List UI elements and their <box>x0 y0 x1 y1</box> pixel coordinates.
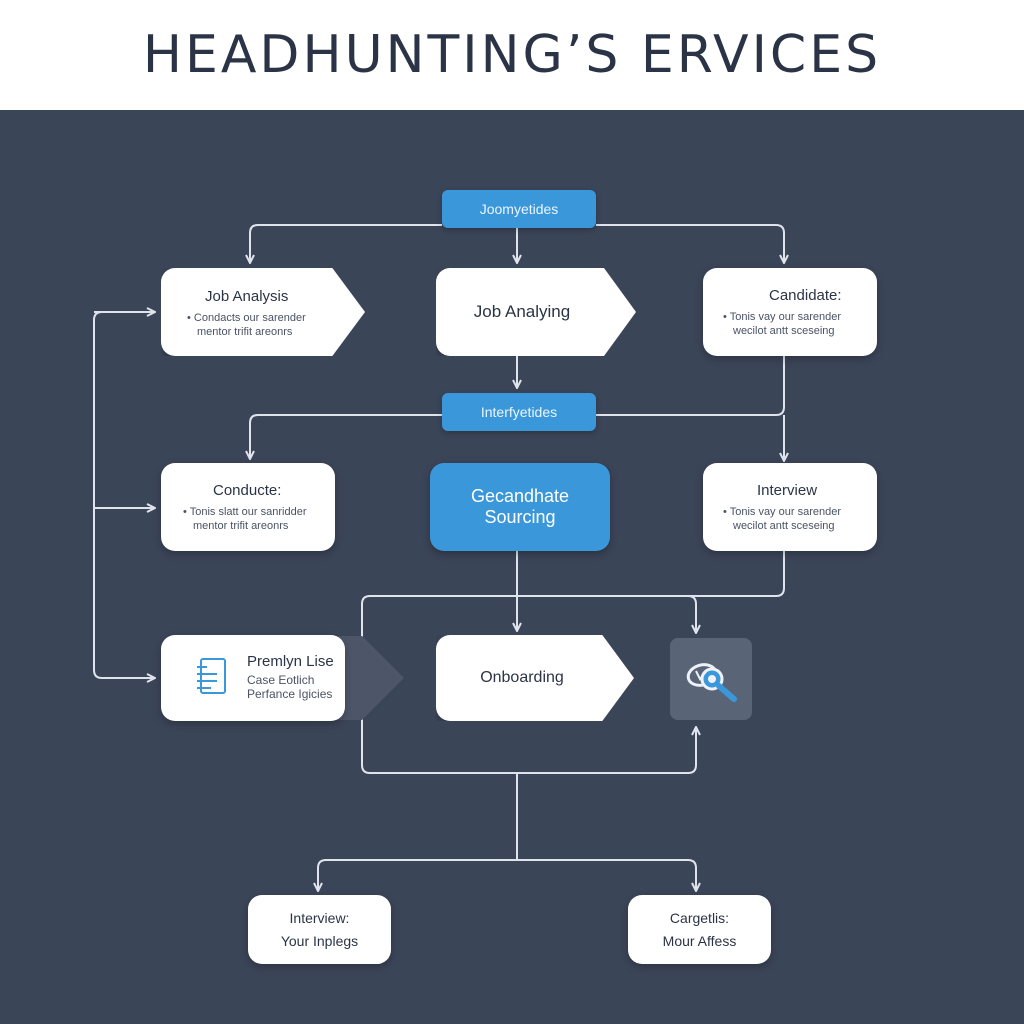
onboarding-title: Onboarding <box>480 669 564 686</box>
job-analysis-desc-2: mentor trifit areonrs <box>197 326 293 338</box>
premium-node[interactable]: Premlyn Lise Case Eotlich Perfance Igici… <box>161 635 345 721</box>
candidate-sourcing-node[interactable]: Gecandhate Sourcing <box>430 463 610 551</box>
interview-bottom-node[interactable]: Interview: Your Inplegs <box>248 895 391 964</box>
conducte-node[interactable]: Conducte: • Tonis slatt our sanridder me… <box>161 463 335 551</box>
header-bar: HEADHUNTING’S ERVICES <box>0 0 1024 110</box>
interview-bottom-line-1: Interview: <box>289 909 350 926</box>
top-pill-text: Joomyetides <box>479 201 559 217</box>
middle-pill-text: Interfyetides <box>480 404 558 420</box>
job-analysis-node[interactable]: Job Analysis • Condacts our sarender men… <box>161 268 365 356</box>
sourcing-line-2: Sourcing <box>484 507 556 527</box>
premium-title: Premlyn Lise <box>247 653 334 670</box>
document-list-icon <box>195 657 229 702</box>
conducte-desc-1: • Tonis slatt our sanridder <box>183 506 307 518</box>
diagram-canvas <box>0 110 1024 1024</box>
sourcing-line-1: Gecandhate <box>470 486 570 506</box>
premium-line-2: Case Eotlich <box>247 673 315 687</box>
job-analying-title: Job Analying <box>473 302 571 321</box>
job-analysis-title: Job Analysis <box>205 288 289 305</box>
cargetis-line-2: Mour Affess <box>662 932 737 949</box>
top-pill-label[interactable]: Joomyetides <box>442 190 596 228</box>
candidate-desc-1: • Tonis vay our sarender <box>723 311 841 323</box>
cargetis-line-1: Cargetlis: <box>669 909 730 926</box>
conducte-desc-2: mentor trifit areonrs <box>193 520 289 532</box>
cargetis-node[interactable]: Cargetlis: Mour Affess <box>628 895 771 964</box>
onboarding-node[interactable]: Onboarding <box>436 635 634 721</box>
job-analysis-desc-1: • Condacts our sarender <box>187 312 306 324</box>
candidate-desc-2: wecilot antt sceseing <box>733 325 835 337</box>
conducte-title: Conducte: <box>213 482 282 499</box>
interview-right-desc-1: • Tonis vay our sarender <box>723 506 841 518</box>
interview-bottom-line-2: Your Inplegs <box>280 932 359 949</box>
middle-pill-label[interactable]: Interfyetides <box>442 393 596 431</box>
candidate-node[interactable]: Candidate: • Tonis vay our sarender weci… <box>703 268 877 356</box>
job-analying-node[interactable]: Job Analying <box>436 268 636 356</box>
magnifier-search-icon <box>678 649 744 710</box>
interview-right-title: Interview <box>757 482 818 499</box>
page-title: HEADHUNTING’S ERVICES <box>142 25 882 85</box>
premium-line-3: Perfance Igicies <box>247 687 333 701</box>
interview-right-node[interactable]: Interview • Tonis vay our sarender wecil… <box>703 463 877 551</box>
search-tile[interactable] <box>670 638 752 720</box>
candidate-title: Candidate: <box>769 287 842 304</box>
interview-right-desc-2: wecilot antt sceseing <box>733 520 835 532</box>
